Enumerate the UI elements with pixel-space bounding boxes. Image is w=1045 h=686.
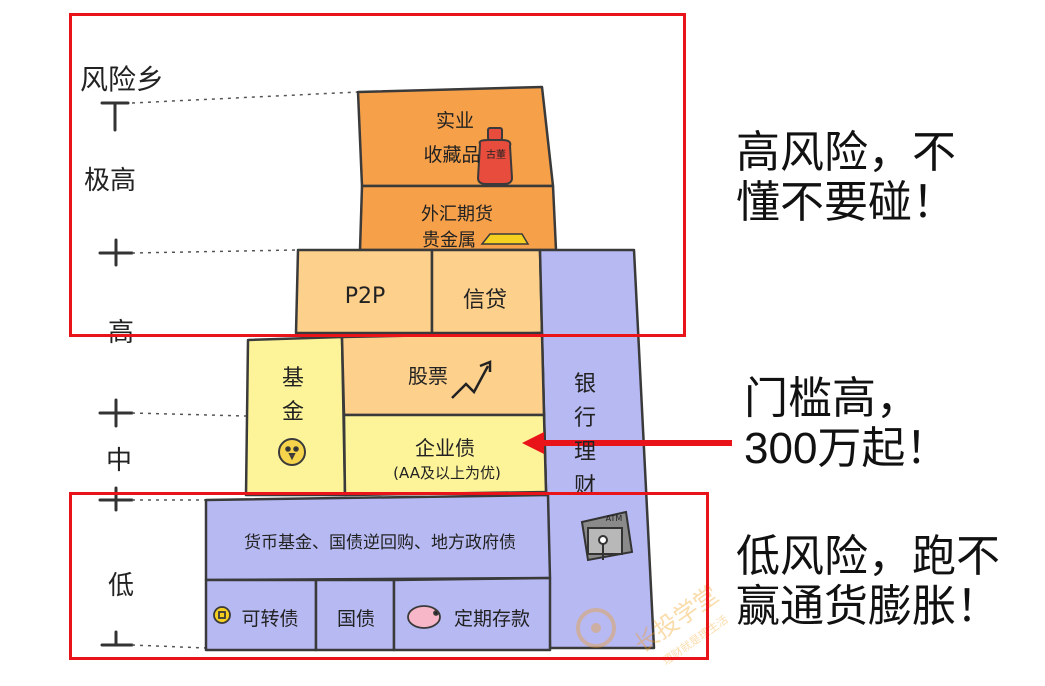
level-medium: 中 bbox=[106, 446, 133, 476]
block-label-stocks: 股票 bbox=[408, 364, 448, 388]
callout-low-line1: 低风险，跑不 bbox=[736, 532, 1000, 581]
block-label-treasury: 国债 bbox=[336, 608, 375, 630]
stock-trend-icon bbox=[451, 360, 492, 399]
watermark-logo bbox=[576, 608, 616, 648]
level-very-high: 极高 bbox=[84, 166, 137, 196]
callout-low-line2: 赢通货膨胀！ bbox=[736, 582, 1000, 631]
block-deposit bbox=[392, 576, 552, 652]
callout-low-risk: 低风险，跑不 赢通货膨胀！ bbox=[736, 532, 1000, 632]
block-label-collectibles: 收藏品 bbox=[423, 144, 481, 166]
block-label-deposit: 定期存款 bbox=[453, 608, 530, 630]
fund-label: 基金 bbox=[281, 366, 304, 425]
antique-bottle-icon bbox=[476, 127, 514, 185]
callout-mid-line2: 300万起！ bbox=[744, 424, 950, 473]
gold-bar-icon bbox=[480, 233, 530, 245]
callout-high-line2: 懂不要碰！ bbox=[736, 178, 956, 227]
axis-title: 风险乡 bbox=[80, 63, 165, 96]
block-label-corp-bond: 企业债 bbox=[415, 436, 475, 460]
coin-icon bbox=[213, 606, 231, 624]
atm-icon bbox=[580, 510, 634, 562]
block-label-fund: 基金 bbox=[278, 362, 308, 430]
block-label-metals: 贵金属 bbox=[422, 230, 476, 251]
block-label-credit: 信贷 bbox=[462, 288, 507, 313]
low-risk-box bbox=[69, 492, 709, 660]
block-label-bank-wm: 银行理财 bbox=[570, 368, 600, 504]
block-label-fx: 外汇期货 bbox=[421, 204, 493, 225]
block-label-convertible: 可转债 bbox=[241, 608, 299, 630]
atm-label: ATM bbox=[605, 514, 623, 523]
high-risk-box bbox=[69, 13, 686, 337]
chick-icon bbox=[278, 438, 306, 466]
callout-high-risk: 高风险，不 懂不要碰！ bbox=[736, 128, 956, 228]
level-high: 高 bbox=[108, 318, 135, 348]
arrow-to-bank-wm bbox=[522, 432, 732, 454]
bank-wm-label: 银行理财 bbox=[573, 372, 596, 499]
piggy-bank-icon bbox=[407, 605, 441, 629]
callout-mid-line1: 门槛高， bbox=[744, 374, 920, 423]
block-label-money-fund: 货币基金、国债逆回购、地方政府债 bbox=[244, 533, 516, 553]
block-label-p2p: P2P bbox=[344, 284, 386, 309]
callout-threshold: 门槛高， 300万起！ bbox=[744, 374, 949, 474]
level-low: 低 bbox=[108, 571, 135, 601]
callout-high-line1: 高风险，不 bbox=[736, 128, 956, 177]
block-label-antique: 古董 bbox=[486, 150, 506, 161]
block-label-corp-bond-note: (AA及以上为优) bbox=[393, 464, 501, 482]
block-label-industry: 实业 bbox=[435, 110, 474, 132]
